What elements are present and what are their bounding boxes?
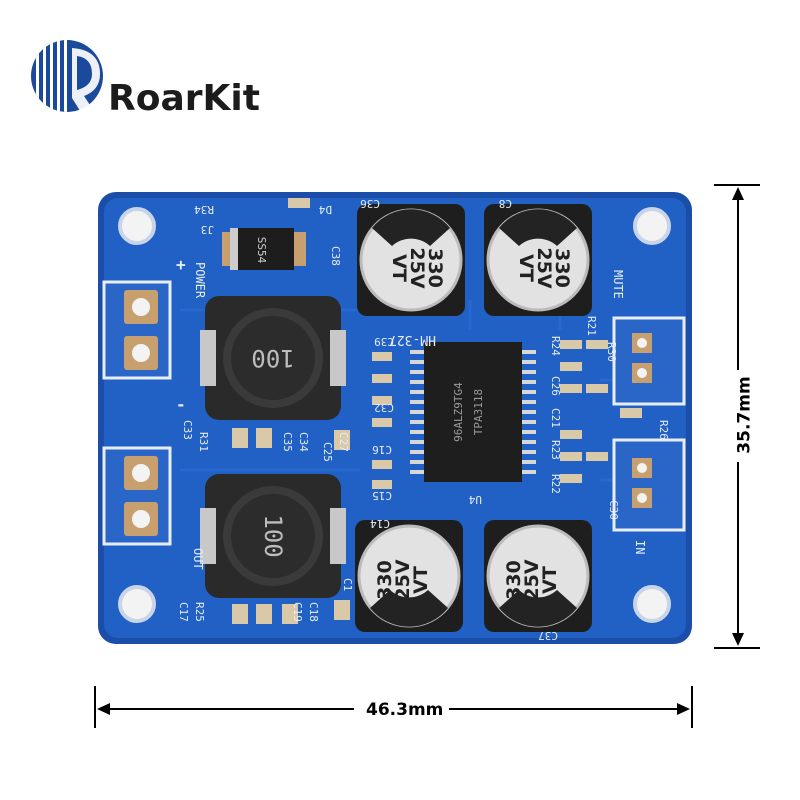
mute-header [612,316,686,406]
capacitor-top-right [484,204,592,316]
capacitor-label-1-0: 330 [551,248,573,288]
silk-c39: C39 [374,335,394,348]
silk-c15: C15 [372,489,392,502]
silk-r26: R26 [657,420,670,440]
silk-power: POWER [193,262,207,299]
capacitor-top-left [357,204,465,316]
capacitor-label-3-1: 25V [521,559,543,600]
chip-marking-line1: 96ALZ9TG4 [452,382,465,442]
dimension-height-arrow [714,184,760,649]
silk-out: OUT [191,548,205,570]
silk-r24: R24 [549,336,562,356]
capacitor-label-1-1: 25V [533,247,555,288]
silk-c14: C14 [370,517,390,530]
capacitor-ref-c37: C37 [538,629,558,642]
amplifier-chip [410,342,536,482]
power-terminals [102,280,172,380]
silk-c21: C21 [549,408,562,428]
silk-r31: R31 [197,432,210,452]
silk-c27: C27 [337,432,350,452]
height-dimension-label: 35.7mm [734,370,755,460]
capacitor-label-1-2: VT [515,254,537,282]
mounting-holes [118,207,671,623]
brand-name: RoarKit [108,78,260,119]
silk-c26: C26 [549,376,562,396]
silk-r30: R30 [605,342,618,362]
silk-c35: C35 [281,432,294,452]
inductor-top-marking: 100 [251,344,294,372]
silk-c17: C17 [177,602,190,622]
silk-plus: + [176,255,186,274]
brand-logo-icon [31,40,103,114]
inductor-top [200,296,346,420]
silk-c18: C18 [307,602,320,622]
board-model-label: HM-327 [389,332,436,347]
output-terminals [102,446,172,546]
silk-c32: C32 [374,401,394,414]
diode-marking: SS54 [255,237,268,264]
silk-c30: C30 [607,500,620,520]
capacitor-label-3-2: VT [539,566,561,594]
capacitor-label-2-1: 25V [392,559,414,600]
silk-c16: C16 [372,443,392,456]
inductor-bottom-marking: 100 [259,514,287,557]
capacitor-label-2-2: VT [410,566,432,594]
silk-c19: C19 [291,602,304,622]
silk-c38: C38 [329,246,342,266]
inductor-bottom [200,474,346,598]
capacitor-label-3-0: 330 [503,560,525,600]
diode [222,228,306,270]
silk-r22: R22 [549,474,562,494]
capacitor-label-0-1: 25V [406,247,428,288]
silk-r34: R34 [194,203,214,216]
capacitor-ref-c8: C8 [499,197,512,210]
silk-d4: D4 [318,203,332,216]
silk-r23: R23 [549,440,562,460]
silk-r21: R21 [585,316,598,336]
silk-c34: C34 [297,432,310,452]
capacitor-label-2-0: 330 [374,560,396,600]
capacitor-bottom-right [484,520,592,632]
silk-c25: C25 [321,442,334,462]
width-dimension-label: 46.3mm [360,700,450,720]
board-markings: HM-327 96ALZ9TG4 TPA3118 U4 SS54 100 100… [176,197,670,642]
capacitor-label-0-2: VT [388,254,410,282]
silk-r25: R25 [193,602,206,622]
capacitor-ref-c36: C36 [360,197,380,210]
capacitor-label-0-0: 330 [424,248,446,288]
silk-c33: C33 [181,420,194,440]
dimension-width-arrow [94,686,693,728]
silk-in: IN [633,540,647,554]
capacitor-bottom-left [355,520,463,632]
input-header [612,438,686,532]
chip-marking-line2: TPA3118 [472,389,485,435]
silk-mute: MUTE [611,270,625,299]
capacitor-ref-c1: C1 [341,578,354,591]
chip-ref-label: U4 [468,493,482,506]
silk-minus: - [176,395,186,414]
silk-j3: J3 [201,223,214,236]
smd-parts [232,198,642,624]
silkscreen-labels: POWER OUT MUTE IN + - R34 D4J3C38C39C32C16C15C1… [176,203,670,622]
